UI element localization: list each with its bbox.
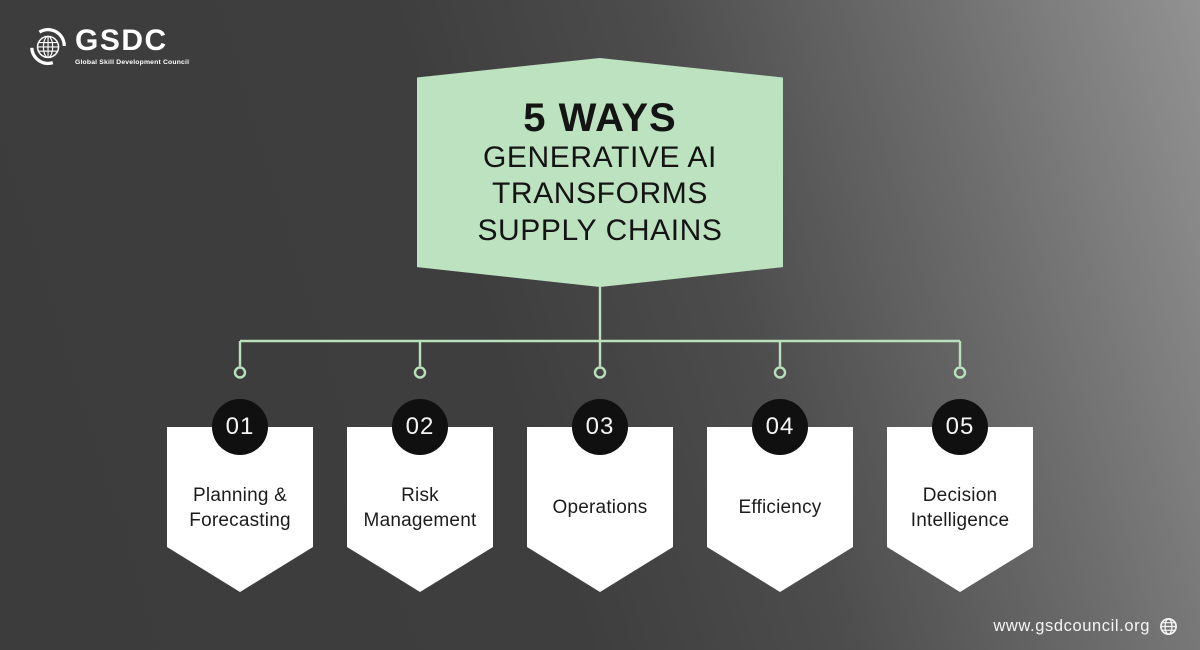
website-link[interactable]: www.gsdcouncil.org [993, 617, 1150, 635]
brand-tagline: Global Skill Development Council [75, 59, 190, 66]
card-label: Planning & Forecasting [189, 484, 291, 531]
banner-title-line1: 5 WAYS [523, 95, 677, 140]
number-badge: 01 [212, 399, 268, 455]
topic-card: 04 Efficiency [707, 399, 853, 593]
banner-title-line2: GENERATIVE AI [483, 140, 717, 174]
banner-title-line3: TRANSFORMS [492, 177, 708, 211]
number-badge: 05 [932, 399, 988, 455]
globe-orbit-icon [30, 28, 66, 65]
brand-logo: GSDC Global Skill Development Council [28, 22, 189, 68]
number-badge: 03 [572, 399, 628, 455]
badge-number: 04 [765, 413, 795, 440]
badge-number: 03 [585, 413, 615, 440]
topic-card: 05 Decision Intelligence [887, 399, 1033, 593]
number-badge: 04 [752, 399, 808, 455]
banner-title-line4: SUPPLY CHAINS [477, 213, 723, 247]
topic-card: 03 Operations [527, 399, 673, 593]
globe-icon [1160, 618, 1177, 635]
card-label: Decision Intelligence [910, 484, 1010, 531]
number-badge: 02 [392, 399, 448, 455]
badge-number: 01 [225, 413, 255, 440]
badge-number: 02 [405, 413, 435, 440]
topic-card: 01 Planning & Forecasting [167, 399, 313, 593]
badge-number: 05 [945, 413, 975, 440]
card-label: Operations [552, 497, 648, 518]
card-label: Efficiency [738, 497, 822, 518]
footer: www.gsdcouncil.org [993, 617, 1178, 636]
title-banner: 5 WAYS GENERATIVE AI TRANSFORMS SUPPLY C… [417, 58, 783, 287]
card-label: Risk Management [363, 484, 477, 531]
topic-card: 02 Risk Management [347, 399, 493, 593]
brand-name: GSDC [75, 24, 168, 57]
